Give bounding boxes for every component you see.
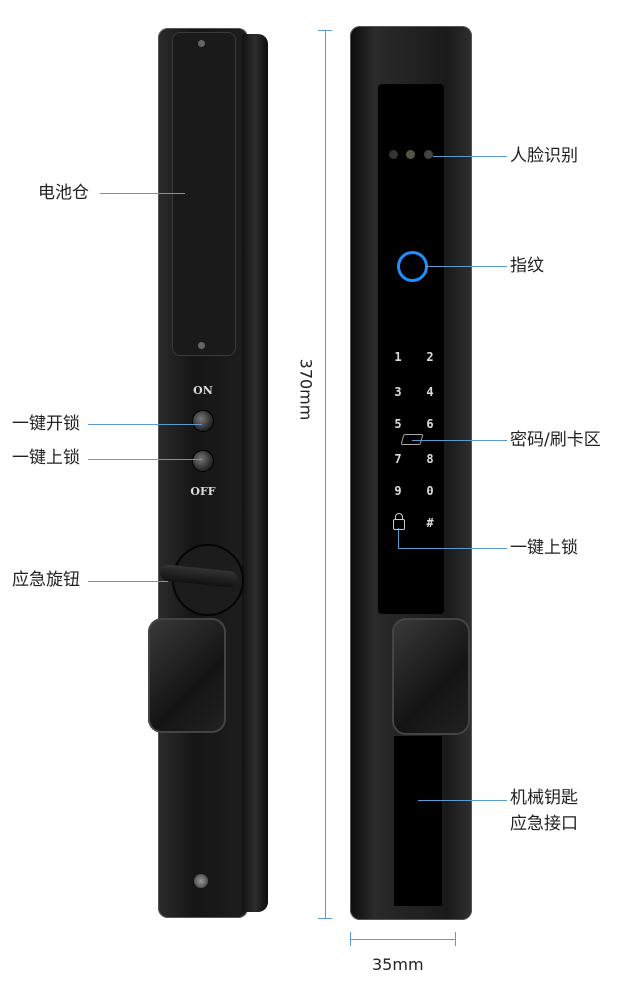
- key-4[interactable]: 4: [426, 385, 434, 399]
- callout-face-recognition: 人脸识别: [510, 146, 578, 166]
- lock-back-view: ON OFF: [148, 28, 270, 918]
- key-1[interactable]: 1: [394, 350, 402, 364]
- off-label: OFF: [190, 485, 216, 498]
- callout-emergency-knob: 应急旋钮: [12, 570, 80, 590]
- callout-one-key-lock-front: 一键上锁: [510, 538, 578, 558]
- lock-front-view: 1 2 3 4 5 6 7 8 9 0 #: [350, 26, 472, 920]
- callout-password-card: 密码/刷卡区: [510, 430, 601, 450]
- battery-cover: [172, 32, 236, 356]
- lock-shackle-icon: [395, 513, 403, 520]
- camera-icon: [389, 150, 398, 159]
- key-8[interactable]: 8: [426, 452, 434, 466]
- lock-button[interactable]: [192, 450, 214, 472]
- camera-icon: [406, 150, 415, 159]
- screw-icon: [198, 342, 205, 349]
- key-7[interactable]: 7: [394, 452, 402, 466]
- key-2[interactable]: 2: [426, 350, 434, 364]
- camera-icon: [424, 150, 433, 159]
- unlock-button[interactable]: [192, 410, 214, 432]
- display-panel: [378, 84, 444, 614]
- height-dimension: 370mm: [296, 358, 316, 421]
- width-dimension: 35mm: [372, 955, 424, 974]
- keyhole-screw-icon: [194, 874, 208, 888]
- callout-one-key-lock: 一键上锁: [12, 448, 80, 468]
- callout-battery: 电池仓: [38, 183, 89, 203]
- key-6[interactable]: 6: [426, 417, 434, 431]
- handle[interactable]: [392, 618, 470, 735]
- callout-one-key-unlock: 一键开锁: [12, 414, 80, 434]
- key-hash[interactable]: #: [426, 516, 434, 530]
- screw-icon: [198, 40, 205, 47]
- fingerprint-sensor[interactable]: [397, 251, 428, 282]
- mech-key-slot: [394, 736, 442, 906]
- lock-icon[interactable]: [393, 519, 405, 530]
- handle[interactable]: [148, 618, 226, 733]
- on-label: ON: [193, 384, 213, 397]
- callout-mech-key-1: 机械钥匙: [510, 788, 578, 808]
- key-0[interactable]: 0: [426, 484, 434, 498]
- callout-fingerprint: 指纹: [510, 256, 544, 276]
- key-3[interactable]: 3: [394, 385, 402, 399]
- callout-mech-key-2: 应急接口: [510, 814, 578, 834]
- key-9[interactable]: 9: [394, 484, 402, 498]
- key-5[interactable]: 5: [394, 417, 402, 431]
